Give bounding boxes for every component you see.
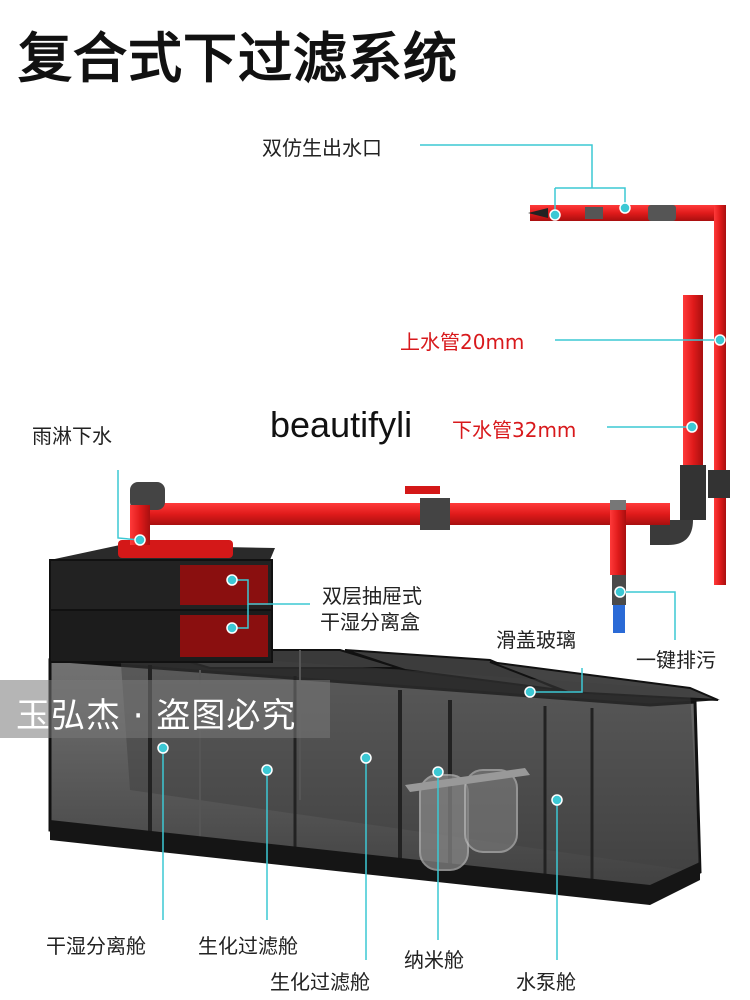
pointer-dots [134, 202, 726, 806]
pipe-network [130, 205, 730, 633]
nano-filter-socks [405, 768, 530, 871]
label-drain: 一键排污 [636, 648, 716, 672]
drawer-box [49, 540, 275, 663]
label-drawer-line2: 干湿分离盒 [320, 610, 420, 634]
pointer-lines [117, 144, 720, 960]
label-bio-chamber-2: 生化过滤舱 [270, 970, 370, 994]
label-down-pipe: 下水管32mm [452, 418, 577, 442]
brand-text: beautifyli [270, 404, 413, 445]
label-glass: 滑盖玻璃 [496, 628, 576, 652]
page-title: 复合式下过滤系统 [18, 27, 458, 90]
label-dry-wet-chamber: 干湿分离舱 [46, 934, 146, 958]
label-drawer-line1: 双层抽屉式 [322, 584, 422, 608]
label-up-pipe: 上水管20mm [400, 330, 525, 354]
watermark-text: 玉弘杰 · 盗图必究 [16, 696, 297, 736]
label-pump-chamber: 水泵舱 [516, 970, 576, 994]
label-outlet: 双仿生出水口 [262, 136, 382, 160]
label-bio-chamber-1: 生化过滤舱 [198, 934, 298, 958]
watermark-bg [0, 680, 330, 738]
label-rain: 雨淋下水 [32, 424, 112, 448]
label-nano-chamber: 纳米舱 [404, 948, 464, 972]
